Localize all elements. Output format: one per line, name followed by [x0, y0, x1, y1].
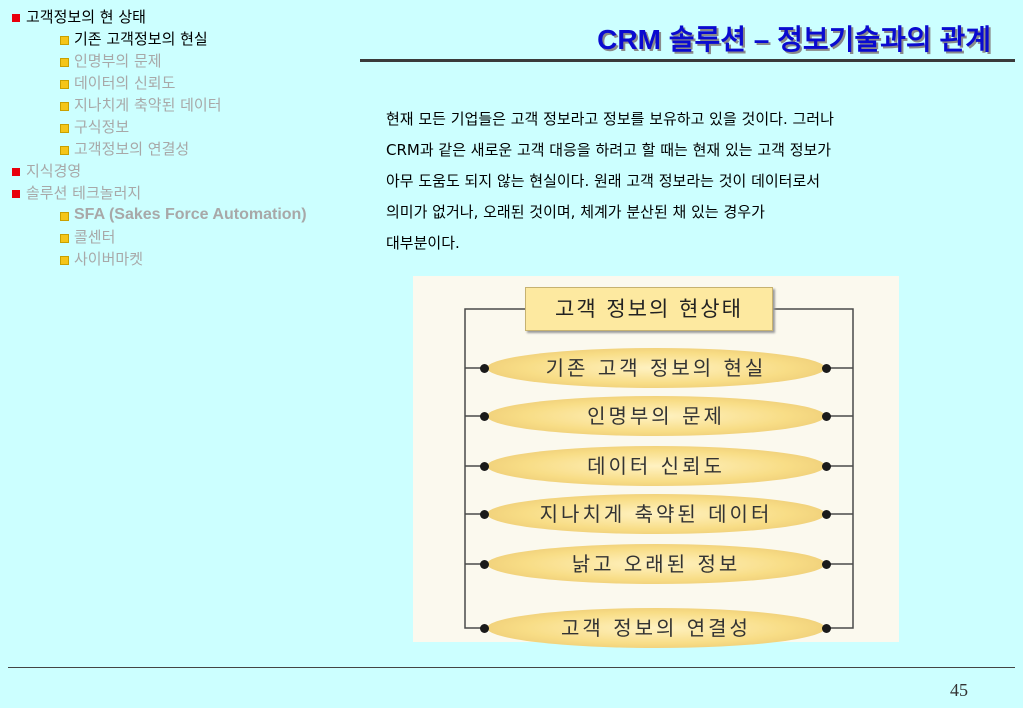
yellow-square-bullet-icon [60, 212, 69, 221]
diagram-item: 지나치게 축약된 데이터 [487, 494, 825, 534]
body-line: 현재 모든 기업들은 고객 정보라고 정보를 보유하고 있을 것이다. 그러나 [386, 110, 834, 128]
nav-item[interactable]: 솔루션 테크놀러지 [8, 182, 358, 204]
diagram-item: 인명부의 문제 [487, 396, 825, 436]
red-square-bullet-icon [12, 190, 20, 198]
nav-item-label: 사이버마켓 [74, 250, 144, 268]
nav-item[interactable]: 인명부의 문제 [8, 50, 358, 72]
nav-item[interactable]: 데이터의 신뢰도 [8, 72, 358, 94]
connector-dot-icon [822, 462, 831, 471]
connector-dot-icon [480, 462, 489, 471]
nav-item[interactable]: 구식정보 [8, 116, 358, 138]
yellow-square-bullet-icon [60, 234, 69, 243]
nav-item-label: 지나치게 축약된 데이터 [74, 96, 222, 114]
nav-item-label: 구식정보 [74, 118, 130, 136]
yellow-square-bullet-icon [60, 102, 69, 111]
red-square-bullet-icon [12, 14, 20, 22]
nav-item[interactable]: 지나치게 축약된 데이터 [8, 94, 358, 116]
connector-dot-icon [822, 510, 831, 519]
connector-dot-icon [480, 560, 489, 569]
diagram-item: 데이터 신뢰도 [487, 446, 825, 486]
nav-item[interactable]: 고객정보의 현 상태 [8, 6, 358, 28]
nav-item[interactable]: 콜센터 [8, 226, 358, 248]
nav-item[interactable]: 사이버마켓 [8, 248, 358, 270]
connector-dot-icon [822, 560, 831, 569]
nav-item[interactable]: SFA (Sakes Force Automation) [8, 204, 358, 226]
diagram-item: 낡고 오래된 정보 [487, 544, 825, 584]
connector-dot-icon [480, 510, 489, 519]
yellow-square-bullet-icon [60, 256, 69, 265]
connector-dot-icon [480, 364, 489, 373]
connector-dot-icon [480, 624, 489, 633]
title-divider [360, 59, 1015, 62]
diagram-item: 기존 고객 정보의 현실 [487, 348, 825, 388]
yellow-square-bullet-icon [60, 124, 69, 133]
connector-dot-icon [822, 364, 831, 373]
nav-item-label: SFA (Sakes Force Automation) [74, 206, 307, 223]
nav-item[interactable]: 고객정보의 연결성 [8, 138, 358, 160]
body-paragraph: 현재 모든 기업들은 고객 정보라고 정보를 보유하고 있을 것이다. 그러나 … [386, 104, 986, 259]
footer-divider [8, 667, 1015, 668]
yellow-square-bullet-icon [60, 58, 69, 67]
connector-dot-icon [822, 624, 831, 633]
body-line: 대부분이다. [386, 234, 460, 252]
nav-item-label: 지식경영 [26, 162, 82, 180]
nav-item[interactable]: 지식경영 [8, 160, 358, 182]
page-number: 45 [950, 680, 968, 700]
connector-dot-icon [822, 412, 831, 421]
nav-item-label: 솔루션 테크놀러지 [26, 184, 142, 202]
nav-item-label: 데이터의 신뢰도 [74, 74, 176, 92]
nav-item-label: 콜센터 [74, 228, 116, 246]
body-line: 아무 도움도 되지 않는 현실이다. 원래 고객 정보라는 것이 데이터로서 [386, 172, 821, 190]
slide-title: CRM 솔루션 – 정보기술과의 관계 [597, 24, 991, 55]
nav-item-label: 인명부의 문제 [74, 52, 162, 70]
yellow-square-bullet-icon [60, 36, 69, 45]
red-square-bullet-icon [12, 168, 20, 176]
nav-item-label: 기존 고객정보의 현실 [74, 30, 208, 48]
yellow-square-bullet-icon [60, 80, 69, 89]
nav-item-label: 고객정보의 현 상태 [26, 8, 146, 26]
body-line: CRM과 같은 새로운 고객 대응을 하려고 할 때는 현재 있는 고객 정보가 [386, 141, 832, 159]
nav-item-label: 고객정보의 연결성 [74, 140, 190, 158]
nav-item[interactable]: 기존 고객정보의 현실 [8, 28, 358, 50]
diagram-title: 고객 정보의 현상태 [525, 287, 773, 331]
yellow-square-bullet-icon [60, 146, 69, 155]
diagram-item: 고객 정보의 연결성 [487, 608, 825, 648]
body-line: 의미가 없거나, 오래된 것이며, 체계가 분산된 채 있는 경우가 [386, 203, 765, 221]
connector-dot-icon [480, 412, 489, 421]
